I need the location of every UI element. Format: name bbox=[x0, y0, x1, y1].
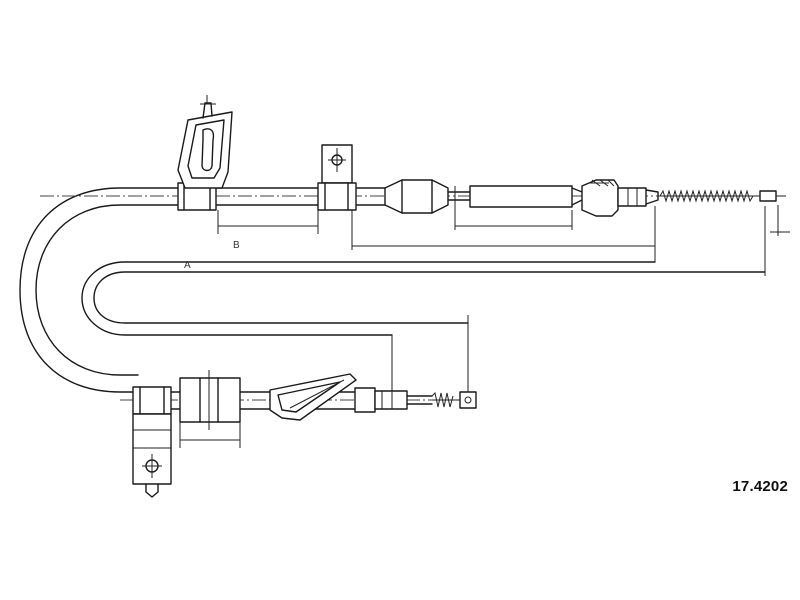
lower-grommet bbox=[269, 373, 357, 421]
lower-clip-bracket bbox=[132, 386, 172, 498]
upper-clip-bracket bbox=[317, 144, 357, 211]
cable-loop-inner bbox=[35, 204, 184, 376]
rigid-tube bbox=[469, 185, 583, 208]
cable-loop-outer bbox=[19, 187, 184, 393]
lower-end-fitting bbox=[354, 380, 477, 413]
dimension-b-label: B bbox=[233, 240, 240, 251]
dimension-a-label: A bbox=[184, 260, 191, 271]
dimension-a-curve bbox=[81, 261, 766, 336]
part-number: 17.4202 bbox=[732, 478, 788, 495]
end-nipple-upper bbox=[759, 190, 790, 236]
return-spring bbox=[659, 189, 760, 203]
threaded-end-fitting bbox=[581, 179, 659, 217]
upper-mounting-bracket bbox=[177, 95, 233, 189]
dimension-b-line bbox=[179, 186, 766, 448]
housing-barrel bbox=[384, 179, 471, 214]
lower-sleeve bbox=[179, 370, 241, 430]
